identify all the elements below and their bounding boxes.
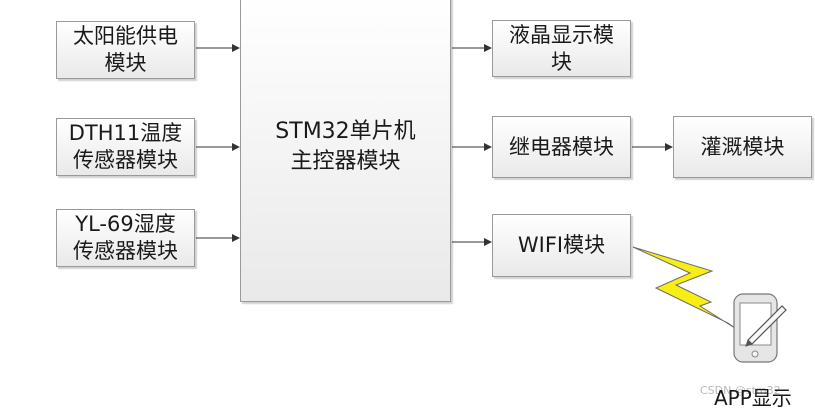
dth11-sensor-module-box: DTH11温度 传感器模块 xyxy=(56,118,195,176)
relay-module-box: 继电器模块 xyxy=(492,116,631,178)
irrigation-label: 灌溉模块 xyxy=(700,134,785,159)
handheld-device-icon xyxy=(733,293,787,363)
yl-line-1: YL-69湿度 xyxy=(75,212,176,236)
lcd-line-1: 液晶显示模 xyxy=(509,22,614,47)
yl69-sensor-module-box: YL-69湿度 传感器模块 xyxy=(56,209,195,267)
solar-line-1: 太阳能供电 xyxy=(73,24,178,48)
wifi-label: WIFI模块 xyxy=(517,233,606,257)
dth-line-1: DTH11温度 xyxy=(68,121,183,145)
watermark: CSDN @stm32 xyxy=(700,384,781,397)
stm32-controller-box: STM32单片机 主控器模块 xyxy=(240,0,451,302)
lightning-bolt-icon xyxy=(632,246,739,331)
dth-line-2: 传感器模块 xyxy=(72,148,178,172)
mcu-line-2: 主控器模块 xyxy=(290,149,401,174)
solar-line-2: 模块 xyxy=(104,51,147,75)
app-display-label: APP显示 xyxy=(714,386,792,410)
solar-power-module-box: 太阳能供电 模块 xyxy=(56,21,195,79)
lcd-display-module-box: 液晶显示模 块 xyxy=(492,20,631,77)
yl-line-2: 传感器模块 xyxy=(73,239,178,263)
irrigation-module-box: 灌溉模块 xyxy=(673,116,812,178)
lcd-line-2: 块 xyxy=(551,49,572,74)
mcu-line-1: STM32单片机 xyxy=(275,119,416,144)
wifi-module-box: WIFI模块 xyxy=(492,214,631,277)
relay-label: 继电器模块 xyxy=(509,134,614,159)
